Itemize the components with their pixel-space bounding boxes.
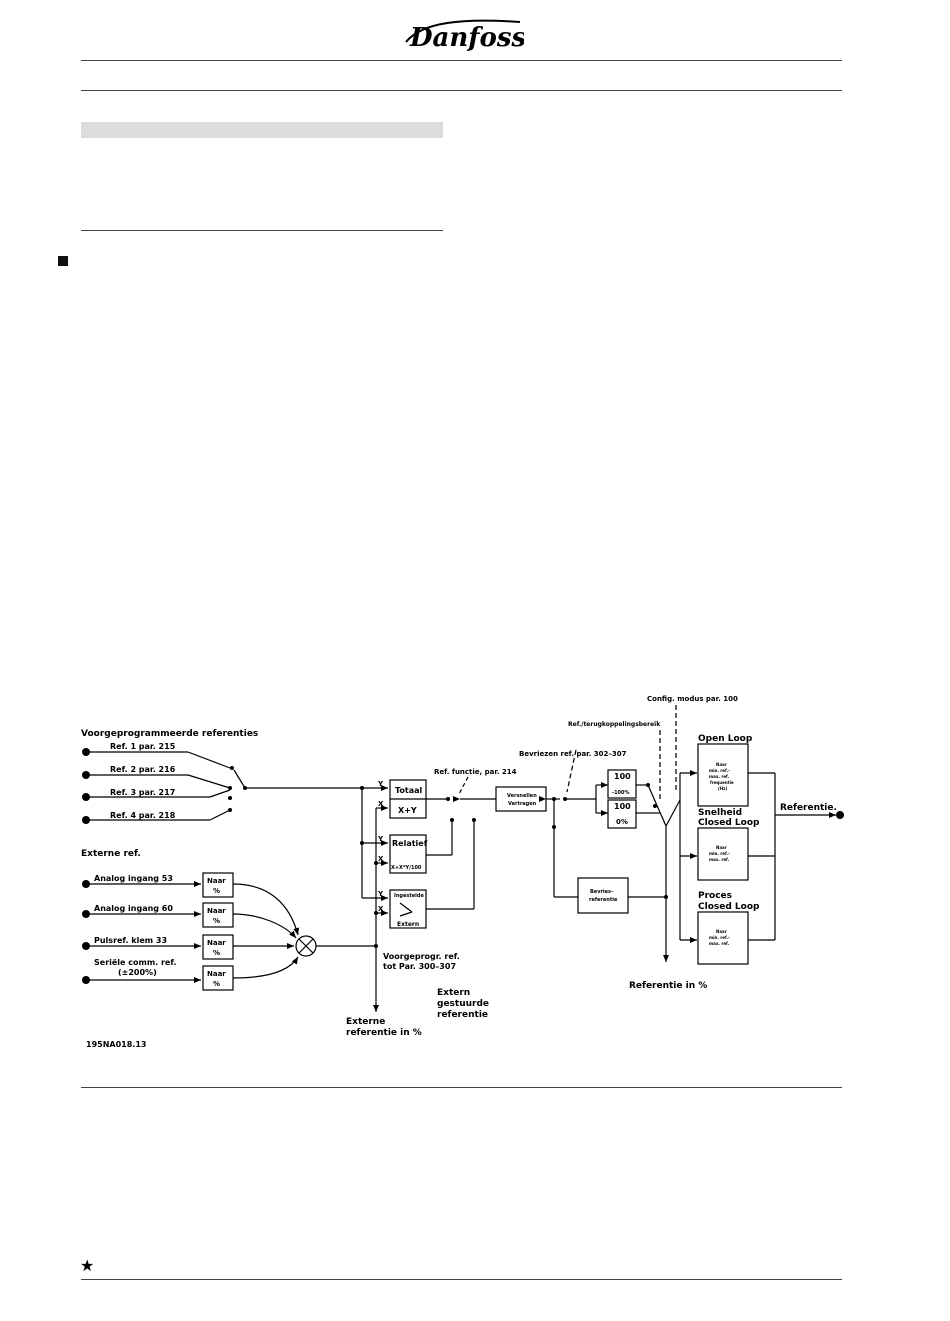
ext-gestuurd2: gestuurde [437, 999, 489, 1009]
y-label-3: Y [377, 890, 384, 898]
bevriezen-label: Bevriezen ref. par. 302–307 [519, 750, 627, 758]
extern-label: Extern [397, 921, 419, 928]
bevries-ref2: referentie [589, 897, 618, 903]
x-label-2: X [378, 855, 384, 863]
serial-range: (±200%) [118, 968, 157, 977]
ext-ref-pct1: Externe [346, 1017, 385, 1027]
ref3-label: Ref. 3 par. 217 [110, 788, 175, 797]
y-label-1: Y [377, 780, 384, 788]
ext-gestuurd1: Extern [437, 988, 470, 998]
pct2: % [213, 917, 220, 925]
snelheid-label: Snelheid [698, 808, 742, 818]
totaal-label: Totaal [395, 786, 423, 795]
footer-rule-top [81, 1087, 842, 1088]
z0-label: 0% [616, 818, 628, 826]
config-label: Config. modus par. 100 [647, 695, 738, 703]
section-heading-bar [81, 122, 443, 138]
pct3: % [213, 949, 220, 957]
pct4: % [213, 980, 220, 988]
ref-func-label: Ref. functie, par. 214 [434, 768, 517, 776]
preset-title: Voorgeprogrammeerde referenties [81, 729, 258, 739]
naar2: Naar [207, 907, 226, 915]
closed-loop-2: Closed Loop [698, 902, 760, 912]
naar3: Naar [207, 939, 226, 947]
logo-text: Danfoss [409, 23, 524, 53]
naar1: Naar [207, 877, 226, 885]
ol-freq1: frequentie [710, 780, 734, 785]
ref-in-pct-label: Referentie in % [629, 981, 707, 991]
closed-loop-1: Closed Loop [698, 818, 760, 828]
naar4: Naar [207, 970, 226, 978]
star-icon: ★ [80, 1256, 95, 1275]
ol-minmax2: max. ref. [709, 774, 730, 779]
xy-label: X+Y [398, 806, 417, 815]
vertragen-label: Vertragen [508, 801, 537, 807]
x-label-3: X [378, 905, 384, 913]
ol-freq2: (Hz) [718, 786, 728, 791]
ref-terug-label: Ref./terugkoppelingsbereik [568, 721, 661, 728]
pct1: % [213, 887, 220, 895]
ol-minmax1: min. ref.– [709, 768, 730, 773]
section-rule [81, 230, 443, 231]
relformula-label: X+X*Y/100 [391, 865, 422, 871]
y-label-2: Y [377, 835, 384, 843]
section-bullet [58, 256, 68, 266]
serial-label: Seriële comm. ref. [94, 958, 176, 967]
ol-naar: Naar [716, 762, 727, 767]
sc-minmax1: min. ref.– [709, 851, 730, 856]
sc-naar: Naar [716, 845, 727, 850]
pc-naar: Naar [716, 929, 727, 934]
pc-minmax2: max. ref. [709, 941, 730, 946]
sc-minmax2: max. ref. [709, 857, 730, 862]
x-label-1: X [378, 800, 384, 808]
ext-ref-title: Externe ref. [81, 849, 141, 859]
referentie-out-label: Referentie. [780, 803, 837, 813]
v100-label: 100 [614, 772, 631, 781]
header-rule-bottom [81, 90, 842, 91]
ref4-label: Ref. 4 par. 218 [110, 811, 176, 820]
bevries-ref1: Bevries– [590, 889, 614, 895]
header-rule-top [81, 60, 842, 61]
footer-rule-bottom [81, 1279, 842, 1280]
ref1-label: Ref. 1 par. 215 [110, 742, 176, 751]
ingesteld-label: Ingestelde [394, 893, 424, 899]
ain53-label: Analog ingang 53 [94, 874, 173, 883]
danfoss-logo: Danfoss [405, 19, 524, 53]
open-loop-label: Open Loop [698, 734, 753, 744]
m100-label: -100% [612, 790, 630, 796]
pulse33-label: Pulsref. klem 33 [94, 936, 167, 945]
relatief-label: Relatief [392, 839, 428, 848]
voorgeprogr2: tot Par. 300–307 [383, 962, 456, 971]
ext-gestuurd3: referentie [437, 1010, 488, 1020]
ain60-label: Analog ingang 60 [94, 904, 173, 913]
proces-label: Proces [698, 891, 732, 901]
versnellen-label: Versnellen [507, 793, 537, 799]
pc-minmax1: min. ref.– [709, 935, 730, 940]
figure-code: 195NA018.13 [86, 1040, 146, 1049]
ext-ref-pct2: referentie in % [346, 1028, 422, 1038]
ref2-label: Ref. 2 par. 216 [110, 765, 176, 774]
voorgeprogr1: Voorgeprogr. ref. [383, 952, 460, 961]
v100b-label: 100 [614, 802, 631, 811]
